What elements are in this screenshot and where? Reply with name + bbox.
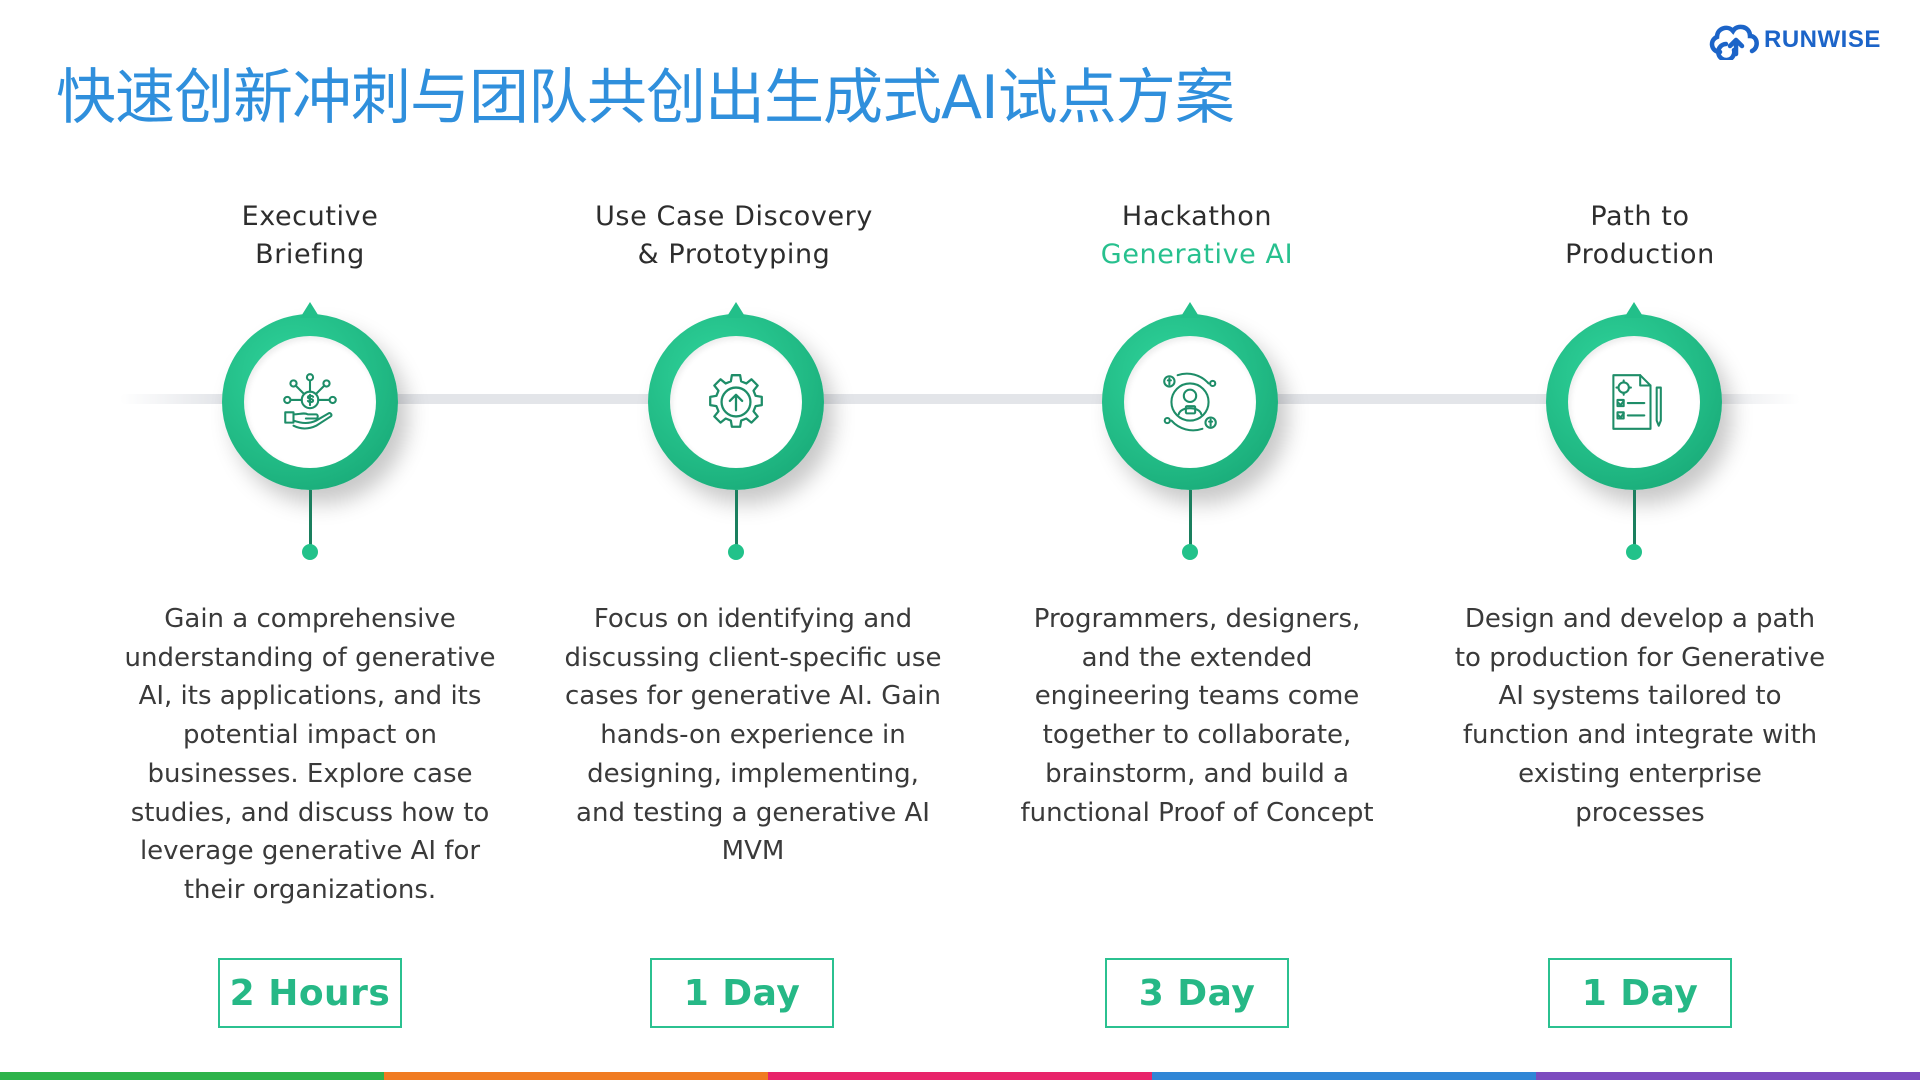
stage-description: Focus on identifying and discussing clie…	[564, 604, 942, 867]
stage-ring	[1546, 302, 1722, 490]
stage-ring	[648, 302, 824, 490]
connector-dot	[728, 544, 744, 560]
timeline-line	[120, 394, 1800, 404]
connector-stem	[308, 490, 312, 552]
user-collaboration-cycle-icon	[1163, 372, 1217, 432]
runwise-logo: RUNWISE	[1706, 20, 1881, 60]
bottom-bar-pink	[768, 1072, 1152, 1080]
money-network-hand-icon	[283, 373, 337, 430]
logo-text: RUNWISE	[1764, 26, 1881, 53]
gear-upload-icon	[709, 374, 763, 428]
bottom-bar-purple	[1536, 1072, 1920, 1080]
connector-dot	[302, 544, 318, 560]
duration-badge: 1 Day	[650, 958, 834, 1028]
stage-ring	[222, 302, 398, 490]
connector-dot	[1626, 544, 1642, 560]
duration-badge: 2 Hours	[218, 958, 402, 1028]
connector-dot	[1182, 544, 1198, 560]
stage-title: Path to Production	[1565, 201, 1715, 270]
bottom-bar-green	[0, 1072, 384, 1080]
checklist-document-icon	[1612, 374, 1662, 430]
cloud-logo-icon	[1709, 24, 1759, 60]
stage-description: Design and develop a path to production …	[1454, 604, 1826, 828]
duration-badge: 1 Day	[1548, 958, 1732, 1028]
connector-stem	[734, 490, 738, 552]
stage-title: Use Case Discovery & Prototyping	[595, 201, 873, 270]
connector-stem	[1188, 490, 1192, 552]
stage-title: Hackathon Generative AI	[1100, 201, 1294, 270]
stage-description: Programmers, designers, and the extended…	[1020, 604, 1374, 828]
bottom-bar-blue	[1152, 1072, 1536, 1080]
page-title: 快速创新冲刺与团队共创出生成式AI试点方案	[56, 63, 1235, 133]
bottom-bar-orange	[384, 1072, 768, 1080]
stage-ring	[1102, 302, 1278, 490]
stage-title: Executive Briefing	[241, 201, 379, 270]
connector-stem	[1632, 490, 1636, 552]
duration-badge: 3 Day	[1105, 958, 1289, 1028]
stage-description: Gain a comprehensive understanding of ge…	[124, 604, 496, 905]
